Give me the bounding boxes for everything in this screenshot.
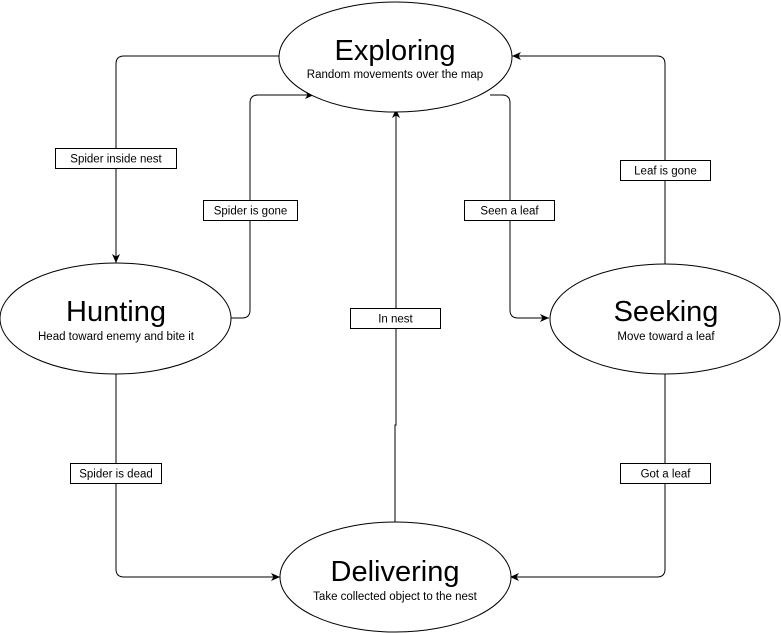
label-spider-inside-nest-text: Spider inside nest: [70, 154, 162, 166]
state-hunting-description: Head toward enemy and bite it: [38, 331, 195, 343]
state-hunting: Hunting Head toward enemy and bite it: [0, 262, 232, 375]
state-hunting-title: Hunting: [66, 296, 166, 328]
label-spider-inside-nest: Spider inside nest: [55, 148, 177, 169]
state-delivering-title: Delivering: [331, 556, 460, 588]
label-got-a-leaf-text: Got a leaf: [641, 469, 692, 481]
label-seen-a-leaf: Seen a leaf: [464, 200, 555, 221]
state-seeking-description: Move toward a leaf: [617, 331, 715, 343]
label-got-a-leaf: Got a leaf: [620, 463, 711, 484]
edge-seeking-to-exploring: [512, 52, 666, 264]
label-spider-is-gone-text: Spider is gone: [214, 206, 288, 218]
state-exploring-description: Random movements over the map: [307, 69, 483, 81]
state-seeking-title: Seeking: [614, 296, 719, 328]
edge-delivering-to-exploring: [392, 109, 400, 522]
label-spider-is-gone: Spider is gone: [203, 200, 298, 221]
state-seeking: Seeking Move toward a leaf: [549, 263, 781, 375]
edge-seeking-to-delivering: [510, 374, 666, 581]
edge-hunting-to-delivering: [115, 374, 280, 581]
state-exploring: Exploring Random movements over the map: [278, 1, 513, 113]
label-leaf-is-gone: Leaf is gone: [620, 160, 711, 181]
label-in-nest-text: In nest: [378, 314, 413, 326]
label-seen-a-leaf-text: Seen a leaf: [480, 206, 539, 218]
state-delivering-description: Take collected object to the nest: [313, 591, 477, 603]
edge-exploring-to-hunting: [112, 55, 279, 263]
label-spider-is-dead: Spider is dead: [70, 463, 162, 484]
state-exploring-title: Exploring: [335, 35, 456, 67]
state-delivering: Delivering Take collected object to the …: [279, 521, 512, 633]
label-in-nest: In nest: [350, 308, 441, 329]
label-spider-is-dead-text: Spider is dead: [79, 469, 153, 481]
label-leaf-is-gone-text: Leaf is gone: [634, 166, 697, 178]
